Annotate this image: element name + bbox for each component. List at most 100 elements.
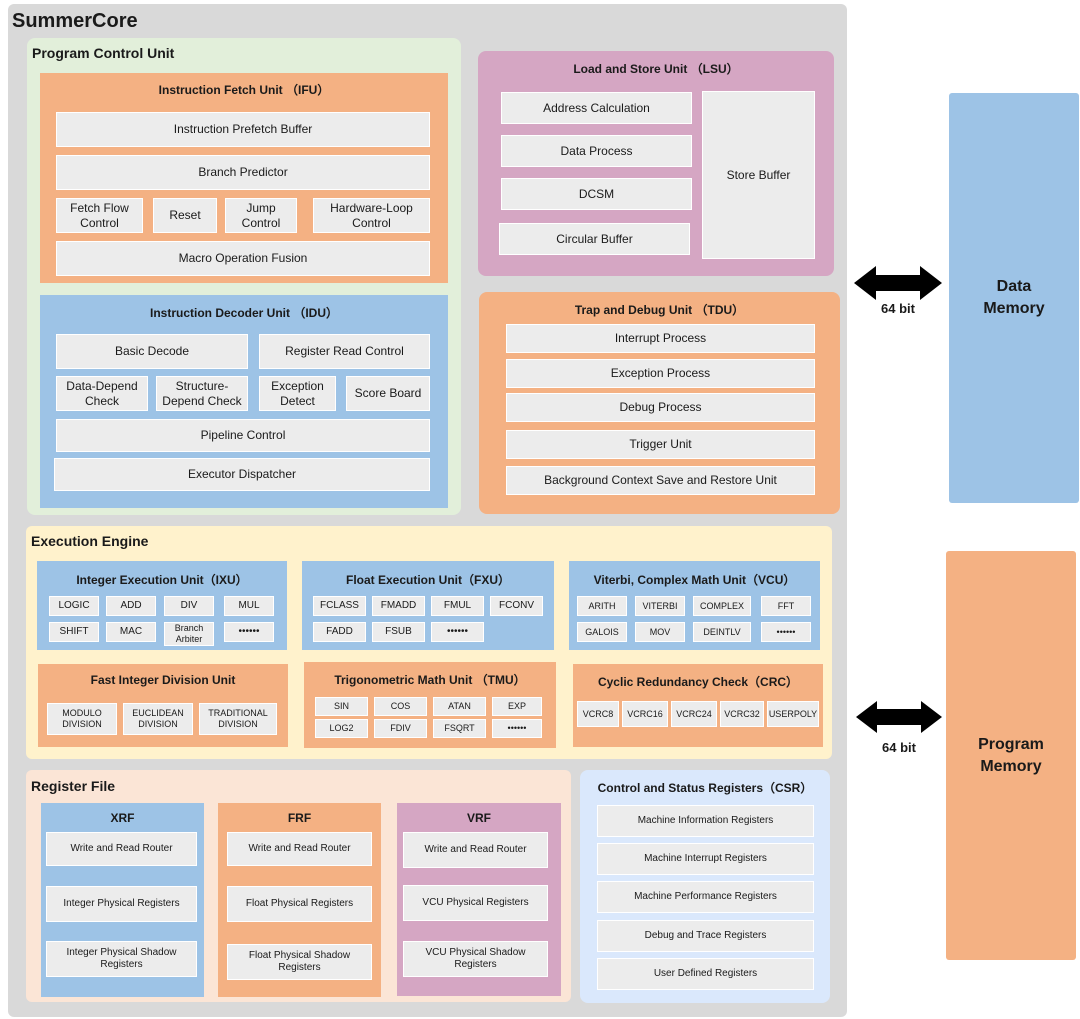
- rf-title: Register File: [31, 778, 116, 794]
- pcu-title: Program Control Unit: [32, 45, 175, 61]
- modulo-division: MODULO DIVISION: [47, 703, 117, 735]
- tmu-more: ••••••: [492, 719, 542, 738]
- dcsm-box: DCSM: [501, 178, 692, 210]
- exec-title: Execution Engine: [31, 533, 149, 549]
- ixu-more: ••••••: [224, 622, 274, 642]
- interrupt-process: Interrupt Process: [506, 324, 815, 353]
- ixu-mac: MAC: [106, 622, 156, 642]
- hardware-loop-control: Hardware-Loop Control: [313, 198, 430, 233]
- data-depend-check: Data-Depend Check: [56, 376, 148, 411]
- address-calculation: Address Calculation: [501, 92, 692, 124]
- vrf-title: VRF: [467, 811, 491, 825]
- vcu-more: ••••••: [761, 622, 811, 642]
- csr-machine-performance: Machine Performance Registers: [597, 881, 814, 913]
- vcu-arith: ARITH: [577, 596, 627, 616]
- frf-title: FRF: [287, 811, 312, 825]
- tmu-fsqrt: FSQRT: [433, 719, 486, 738]
- csr-machine-information: Machine Information Registers: [597, 805, 814, 837]
- idu-title: Instruction Decoder Unit （IDU）: [149, 306, 338, 320]
- csr-title: Control and Status Registers（CSR）: [597, 781, 813, 795]
- vrf-physical: VCU Physical Registers: [403, 885, 548, 921]
- frf-router: Write and Read Router: [227, 832, 372, 866]
- userpoly: USERPOLY: [767, 701, 819, 727]
- vcu-complex: COMPLEX: [693, 596, 751, 616]
- tmu-cos: COS: [374, 697, 427, 716]
- vcu-deintlv: DEINTLV: [693, 622, 751, 642]
- branch-predictor: Branch Predictor: [56, 155, 430, 190]
- structure-depend-check: Structure- Depend Check: [156, 376, 248, 411]
- fetch-flow-control: Fetch Flow Control: [56, 198, 143, 233]
- vcu-viterbi: VITERBI: [635, 596, 685, 616]
- tmu-atan: ATAN: [433, 697, 486, 716]
- fxu-fconv: FCONV: [490, 596, 543, 616]
- program-bus-arrow-icon: [856, 701, 942, 733]
- euclidean-division: EUCLIDEAN DIVISION: [123, 703, 193, 735]
- ifu-title: Instruction Fetch Unit （IFU）: [158, 83, 330, 97]
- fidu-title: Fast Integer Division Unit: [90, 673, 236, 687]
- tmu-sin: SIN: [315, 697, 368, 716]
- exception-detect: Exception Detect: [259, 376, 336, 411]
- vcu-galois: GALOIS: [577, 622, 627, 642]
- instruction-prefetch-buffer: Instruction Prefetch Buffer: [56, 112, 430, 147]
- xrf-physical: Integer Physical Registers: [46, 886, 197, 922]
- store-buffer: Store Buffer: [702, 91, 815, 259]
- basic-decode: Basic Decode: [56, 334, 248, 369]
- tmu-fdiv: FDIV: [374, 719, 427, 738]
- macro-operation-fusion: Macro Operation Fusion: [56, 241, 430, 276]
- data-bus-arrow-icon: [854, 266, 942, 300]
- score-board: Score Board: [346, 376, 430, 411]
- fxu-fmadd: FMADD: [372, 596, 425, 616]
- program-memory: Program Memory: [946, 551, 1076, 960]
- csr-user-defined: User Defined Registers: [597, 958, 814, 990]
- tmu-title: Trigonometric Math Unit （TMU）: [334, 673, 526, 687]
- traditional-division: TRADITIONAL DIVISION: [199, 703, 277, 735]
- ixu-add: ADD: [106, 596, 156, 616]
- background-context-unit: Background Context Save and Restore Unit: [506, 466, 815, 495]
- vrf-shadow: VCU Physical Shadow Registers: [403, 941, 548, 977]
- data-memory: Data Memory: [949, 93, 1079, 503]
- csr-machine-interrupt: Machine Interrupt Registers: [597, 843, 814, 875]
- trigger-unit: Trigger Unit: [506, 430, 815, 459]
- vcu-title: Viterbi, Complex Math Unit（VCU）: [593, 573, 796, 587]
- vcrc24: VCRC24: [671, 701, 717, 727]
- fxu-fadd: FADD: [313, 622, 366, 642]
- data-process: Data Process: [501, 135, 692, 167]
- ixu-mul: MUL: [224, 596, 274, 616]
- ixu-div: DIV: [164, 596, 214, 616]
- ixu-branch-arbiter: Branch Arbiter: [164, 622, 214, 646]
- vrf-router: Write and Read Router: [403, 832, 548, 868]
- xrf-title: XRF: [110, 811, 135, 825]
- frf-physical: Float Physical Registers: [227, 886, 372, 922]
- fxu-fclass: FCLASS: [313, 596, 366, 616]
- fxu-fsub: FSUB: [372, 622, 425, 642]
- jump-control: Jump Control: [225, 198, 297, 233]
- xrf-shadow: Integer Physical Shadow Registers: [46, 941, 197, 977]
- exception-process: Exception Process: [506, 359, 815, 388]
- reset-box: Reset: [153, 198, 217, 233]
- vcu-fft: FFT: [761, 596, 811, 616]
- ixu-title: Integer Execution Unit（IXU）: [76, 573, 248, 587]
- program-bus-width: 64 bit: [882, 740, 916, 755]
- data-bus-width: 64 bit: [881, 301, 915, 316]
- fxu-fmul: FMUL: [431, 596, 484, 616]
- lsu-title: Load and Store Unit （LSU）: [573, 62, 739, 76]
- vcrc32: VCRC32: [720, 701, 764, 727]
- pipeline-control: Pipeline Control: [56, 419, 430, 452]
- tdu-title: Trap and Debug Unit （TDU）: [574, 303, 745, 317]
- vcrc8: VCRC8: [577, 701, 619, 727]
- core-title: SummerCore: [12, 10, 138, 32]
- register-read-control: Register Read Control: [259, 334, 430, 369]
- ixu-logic: LOGIC: [49, 596, 99, 616]
- circular-buffer: Circular Buffer: [499, 223, 690, 255]
- csr-debug-trace: Debug and Trace Registers: [597, 920, 814, 952]
- frf-shadow: Float Physical Shadow Registers: [227, 944, 372, 980]
- crc-title: Cyclic Redundancy Check（CRC）: [597, 675, 799, 689]
- fxu-more: ••••••: [431, 622, 484, 642]
- vcu-mov: MOV: [635, 622, 685, 642]
- xrf-router: Write and Read Router: [46, 832, 197, 866]
- executor-dispatcher: Executor Dispatcher: [54, 458, 430, 491]
- tmu-exp: EXP: [492, 697, 542, 716]
- tmu-log2: LOG2: [315, 719, 368, 738]
- ixu-shift: SHIFT: [49, 622, 99, 642]
- fxu-title: Float Execution Unit（FXU）: [345, 573, 510, 587]
